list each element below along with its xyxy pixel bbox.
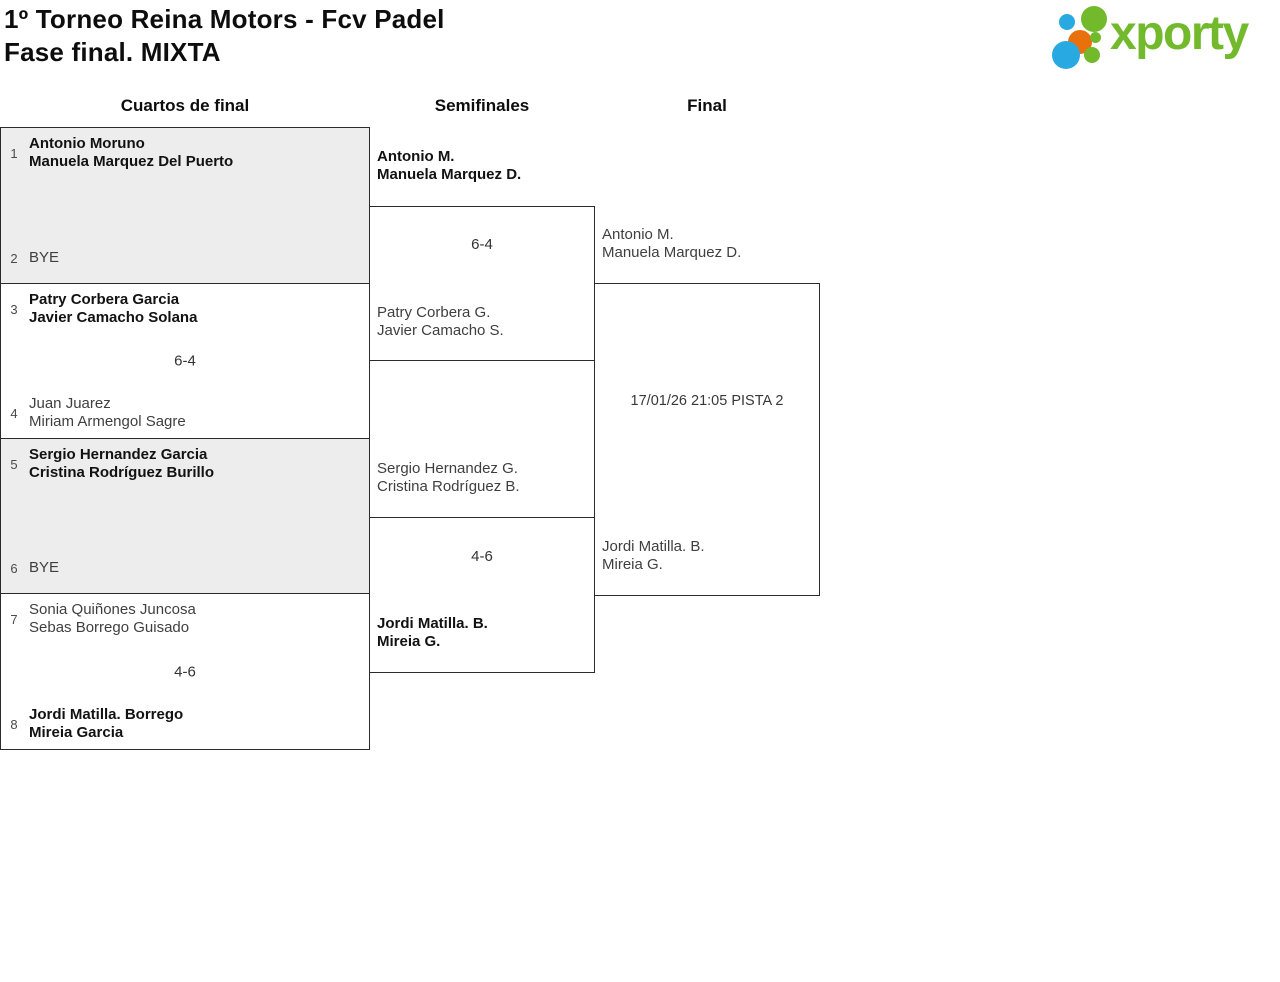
- team-name: Patry Corbera G.: [377, 304, 491, 321]
- xporty-logo[interactable]: xporty: [1048, 0, 1278, 72]
- seed-number: 4: [10, 405, 18, 421]
- team-name: Antonio M.: [602, 226, 674, 243]
- team-name: Patry Corbera Garcia: [29, 291, 180, 308]
- team-name: Javier Camacho Solana: [29, 309, 198, 326]
- sf-match-2: [369, 517, 595, 673]
- team-name: BYE: [29, 249, 60, 266]
- team-name: Sonia Quiñones Juncosa: [29, 601, 196, 618]
- team-name: Juan Juarez: [29, 395, 111, 412]
- team-name: Jordi Matilla. B.: [602, 538, 705, 555]
- logo-wordmark: xporty: [1110, 7, 1249, 60]
- team-name: Jordi Matilla. B.: [377, 615, 488, 632]
- seed-number: 5: [10, 456, 18, 472]
- team-label: Jordi Matilla. B. Mireia G.: [602, 538, 705, 574]
- qf-match-4: 7 Sonia Quiñones Juncosa Sebas Borrego G…: [0, 593, 370, 750]
- logo-dot-icon: [1090, 32, 1101, 43]
- team-name: Manuela Marquez Del Puerto: [29, 153, 234, 170]
- match-score: 4-6: [174, 663, 196, 680]
- team-name: Mireia G.: [377, 633, 441, 650]
- team-name: Cristina Rodríguez B.: [377, 478, 520, 495]
- team-slot: 1 Antonio Moruno Manuela Marquez Del Pue…: [1, 135, 369, 171]
- team-slot: 5 Sergio Hernandez Garcia Cristina Rodrí…: [1, 446, 369, 482]
- team-label: Patry Corbera G. Javier Camacho S.: [377, 304, 504, 340]
- seed-number: 8: [10, 716, 18, 732]
- seed-number: 6: [10, 560, 18, 576]
- seed-number: 1: [10, 145, 18, 161]
- match-score: 4-6: [471, 548, 493, 565]
- team-name: Sergio Hernandez Garcia: [29, 446, 208, 463]
- logo-dot-icon: [1081, 6, 1107, 32]
- team-name: Antonio Moruno: [29, 135, 145, 152]
- team-label: Sergio Hernandez G. Cristina Rodríguez B…: [377, 460, 520, 496]
- team-slot: 7 Sonia Quiñones Juncosa Sebas Borrego G…: [1, 601, 369, 637]
- team-slot: 4 Juan Juarez Miriam Armengol Sagre: [1, 395, 369, 431]
- team-slot: 3 Patry Corbera Garcia Javier Camacho So…: [1, 291, 369, 327]
- team-name: Manuela Marquez D.: [602, 244, 742, 261]
- qf-match-1: 1 Antonio Moruno Manuela Marquez Del Pue…: [0, 127, 370, 284]
- round-header-final: Final: [687, 96, 727, 115]
- seed-number: 2: [10, 250, 18, 266]
- page-title: 1º Torneo Reina Motors - Fcv Padel Fase …: [4, 3, 445, 69]
- round-header-semifinales: Semifinales: [434, 96, 530, 115]
- team-slot: 2 BYE: [1, 249, 369, 267]
- team-slot: 6 BYE: [1, 559, 369, 577]
- team-slot: 8 Jordi Matilla. Borrego Mireia Garcia: [1, 706, 369, 742]
- team-name: Javier Camacho S.: [377, 322, 504, 339]
- sf-match-1: [369, 206, 595, 361]
- team-name: Mireia Garcia: [29, 724, 124, 741]
- team-name: Mireia G.: [602, 556, 663, 573]
- round-header-cuartos: Cuartos de final: [120, 96, 250, 115]
- match-schedule: 17/01/26 21:05 PISTA 2: [630, 393, 784, 409]
- team-name: Sergio Hernandez G.: [377, 460, 518, 477]
- logo-dot-icon: [1059, 14, 1075, 30]
- tournament-subtitle: Fase final. MIXTA: [4, 37, 221, 67]
- qf-match-2: 3 Patry Corbera Garcia Javier Camacho So…: [0, 283, 370, 439]
- seed-number: 7: [10, 611, 18, 627]
- team-name: Sebas Borrego Guisado: [29, 619, 190, 636]
- match-score: 6-4: [174, 352, 196, 370]
- team-name: Cristina Rodríguez Burillo: [29, 464, 215, 481]
- team-name: Manuela Marquez D.: [377, 166, 522, 183]
- team-name: Antonio M.: [377, 148, 455, 165]
- team-name: BYE: [29, 559, 60, 576]
- logo-dot-icon: [1084, 47, 1100, 63]
- team-name: Jordi Matilla. Borrego: [29, 706, 184, 723]
- tournament-title: 1º Torneo Reina Motors - Fcv Padel: [4, 4, 445, 34]
- team-name: Miriam Armengol Sagre: [29, 413, 186, 430]
- team-label: Jordi Matilla. B. Mireia G.: [377, 615, 488, 651]
- final-match-box: [594, 283, 820, 596]
- seed-number: 3: [10, 301, 18, 317]
- team-label: Antonio M. Manuela Marquez D.: [602, 226, 741, 262]
- qf-match-3: 5 Sergio Hernandez Garcia Cristina Rodrí…: [0, 438, 370, 594]
- team-label: Antonio M. Manuela Marquez D.: [377, 148, 521, 184]
- match-score: 6-4: [471, 236, 493, 253]
- logo-dot-icon: [1052, 41, 1080, 69]
